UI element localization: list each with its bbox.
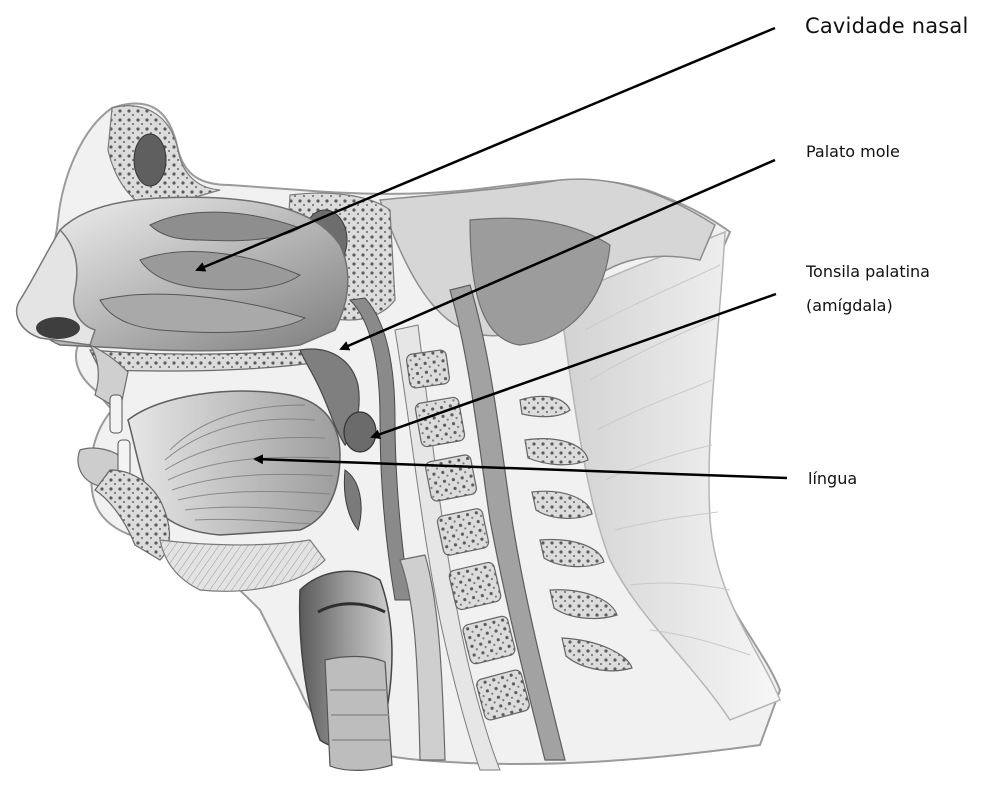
label-cavidade-nasal: Cavidade nasal: [805, 14, 969, 38]
vertebra-c2: [415, 397, 466, 448]
label-tonsila-line1: Tonsila palatina: [806, 255, 930, 289]
vertebra-c4: [436, 508, 489, 557]
nostril: [36, 317, 80, 339]
label-tonsila-line2: (amígdala): [806, 289, 930, 323]
vertebra-c1: [406, 349, 450, 388]
palatine-tonsil: [344, 412, 376, 452]
trachea: [325, 656, 392, 770]
vertebra-c3: [425, 454, 478, 502]
label-lingua: língua: [808, 469, 857, 488]
upper-incisor: [110, 395, 122, 433]
label-tonsila-palatina: Tonsila palatina (amígdala): [806, 255, 930, 323]
label-palato-mole: Palato mole: [806, 142, 900, 161]
frontal-sinus: [134, 134, 166, 186]
